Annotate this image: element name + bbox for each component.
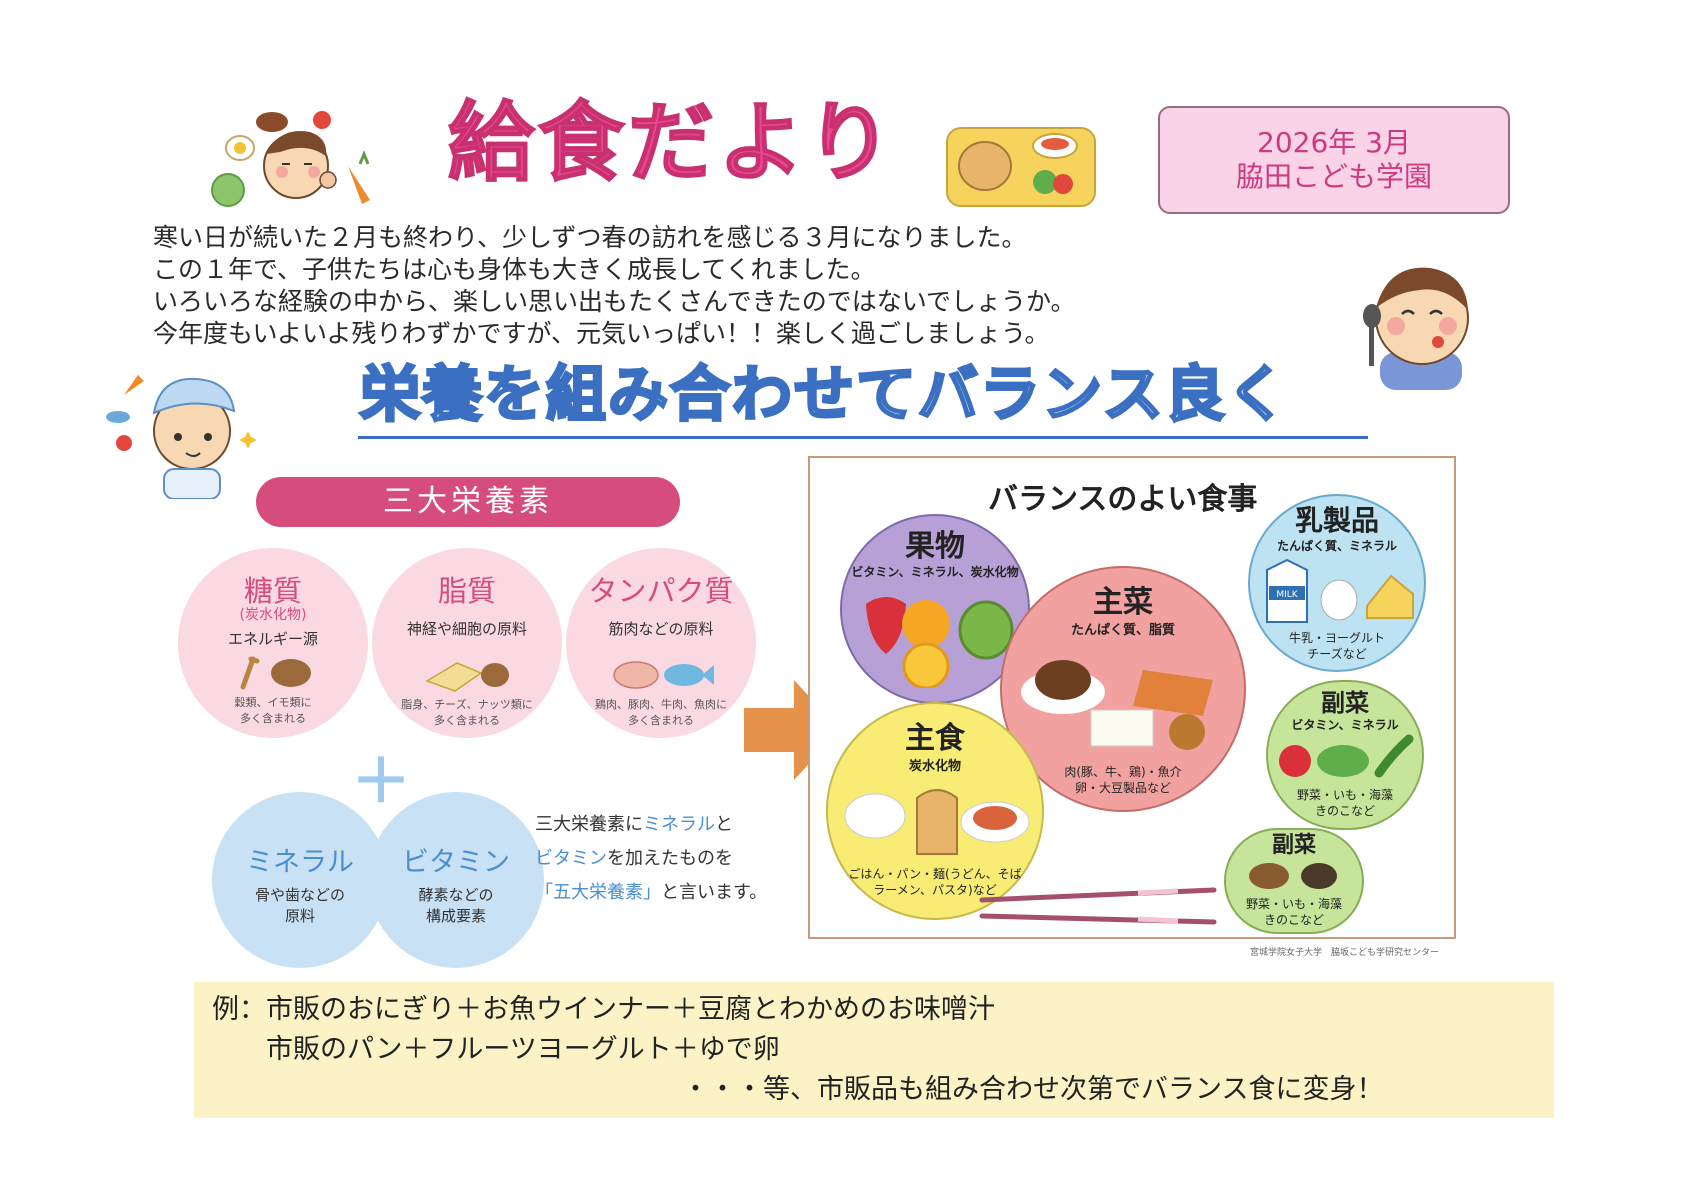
desc-text: を加えたものを	[607, 848, 733, 869]
issue-date: 2026年 3月	[1257, 126, 1411, 159]
main-dish-icon	[1021, 660, 1213, 750]
nutrient-foods-2: 多く含まれる	[434, 713, 500, 727]
group-nutrients: たんぱく質、ミネラル	[1276, 538, 1397, 553]
nutrient-subname: (炭水化物)	[239, 606, 307, 623]
intro-text: 寒い日が続いた２月も終わり、少しずつ春の訪れを感じる３月になりました。 この１年…	[153, 222, 1076, 350]
group-side-dish-2: 副菜 野菜・いも・海藻 きのこなど	[1224, 828, 1364, 934]
nutrient-mineral: ミネラル 骨や歯などの 原料	[212, 792, 388, 968]
nutrient-role-2: 構成要素	[425, 907, 486, 925]
nutrient-vitamin: ビタミン 酵素などの 構成要素	[368, 792, 544, 968]
chopsticks-icon	[979, 887, 1217, 925]
desc-highlight: 「五大栄養素」	[535, 882, 661, 903]
nutrient-role-2: 原料	[284, 907, 315, 925]
nutrient-name: 脂質	[437, 574, 496, 608]
nutrient-role: エネルギー源	[227, 629, 318, 648]
fruit-icon	[866, 597, 1014, 690]
child-eating-illustration	[211, 111, 370, 207]
milk-carton-label: MILK	[1276, 590, 1298, 600]
school-name: 脇田こども学園	[1235, 160, 1432, 193]
group-foods: 牛乳・ヨーグルト	[1288, 630, 1385, 645]
desc-text: と	[715, 814, 733, 835]
group-foods-2: チーズなど	[1307, 646, 1367, 661]
cheese-nuts-icon	[425, 662, 509, 692]
group-dairy: 乳製品 たんぱく質、ミネラル MILK 牛乳・ヨーグルト チーズなど	[1248, 494, 1426, 672]
intro-line: いろいろな経験の中から、楽しい思い出もたくさんできたのではないでしょうか。	[153, 287, 1076, 316]
dairy-icon: MILK	[1266, 558, 1414, 623]
nutrient-role: 酵素などの	[418, 886, 494, 904]
group-nutrients: ビタミン、ミネラル	[1291, 718, 1399, 733]
desc-highlight: ビタミン	[535, 848, 607, 869]
group-foods-2: きのこなど	[1263, 913, 1324, 928]
nutrient-foods-2: 多く含まれる	[240, 711, 306, 725]
lunch-tray-icon	[946, 127, 1096, 207]
group-foods: 肉(豚、牛、鶏)・魚介	[1064, 765, 1182, 779]
group-nutrients: ビタミン、ミネラル、炭水化物	[851, 565, 1019, 579]
group-foods: 野菜・いも・海藻	[1245, 897, 1342, 912]
desc-highlight: ミネラル	[643, 814, 715, 835]
desc-text: 三大栄養素に	[535, 814, 643, 835]
nutrient-foods: 穀類、イモ類に	[234, 695, 312, 709]
group-name: 副菜	[1321, 689, 1369, 717]
group-side-dish-1: 副菜 ビタミン、ミネラル 野菜・いも・海藻 きのこなど	[1266, 680, 1424, 830]
example-box: 例：市販のおにぎり＋お魚ウインナー＋豆腐とわかめのお味噌汁 市販のパン＋フルーツ…	[194, 982, 1554, 1118]
plus-sign: ＋	[351, 747, 411, 817]
nutrient-name: 糖質	[243, 574, 302, 608]
vegetables-icon	[1279, 734, 1414, 778]
nutrient-foods-2: 多く含まれる	[628, 713, 694, 727]
balanced-meal-title: バランスのよい食事	[988, 482, 1258, 517]
nutrient-carbohydrate: 糖質 (炭水化物) エネルギー源 穀類、イモ類に 多く含まれる	[178, 548, 368, 738]
staple-food-icon	[844, 789, 1030, 855]
group-foods: 野菜・いも・海藻	[1296, 788, 1393, 803]
nutrient-role: 筋肉などの原料	[608, 619, 714, 638]
nutrient-name: ミネラル	[246, 847, 354, 878]
date-box: 2026年 3月 脇田こども学園	[1158, 106, 1510, 214]
group-name: 果物	[905, 529, 965, 564]
intro-line: この１年で、子供たちは心も身体も大きく成長してくれました。	[153, 255, 876, 284]
example-line: ・・・等、市販品も組み合わせ次第でバランス食に変身！	[682, 1074, 1384, 1105]
nutrient-name: ビタミン	[402, 847, 510, 878]
newsletter-title: 給食だより	[447, 93, 897, 193]
group-staple: 主食 炭水化物 ごはん・パン・麺(うどん、そば ラーメン、パスタ)など	[826, 702, 1044, 920]
nutrient-role: 神経や細胞の原料	[406, 619, 527, 638]
group-name: 主菜	[1093, 585, 1153, 620]
intro-line: 寒い日が続いた２月も終わり、少しずつ春の訪れを感じる３月になりました。	[153, 223, 1027, 252]
illustration-credit: 宮城学院女子大学 脇坂こども学研究センター	[1250, 948, 1440, 958]
boy-with-spoon-illustration	[1363, 267, 1469, 390]
nutrient-name: タンパク質	[588, 574, 734, 608]
group-name: 主食	[905, 721, 965, 756]
heading-underline	[358, 436, 1368, 439]
grain-potato-icon	[240, 656, 311, 690]
group-name: 副菜	[1271, 833, 1316, 858]
nutrient-foods: 鶏肉、豚肉、牛肉、魚肉に	[595, 697, 727, 711]
group-foods-2: きのこなど	[1314, 804, 1375, 819]
side-dish-bowls-icon	[1249, 863, 1337, 890]
section-heading: 栄養を組み合わせてバランス良く	[359, 360, 1289, 430]
nutrient-foods: 脂身、チーズ、ナッツ類に	[401, 697, 533, 711]
nutrient-role: 骨や歯などの	[254, 886, 345, 904]
nutrient-protein: タンパク質 筋肉などの原料 鶏肉、豚肉、牛肉、魚肉に 多く含まれる	[566, 548, 756, 738]
group-nutrients: たんぱく質、脂質	[1070, 623, 1175, 638]
five-nutrients-description: 三大栄養素にミネラルと ビタミンを加えたものを 「五大栄養素」と言います。	[535, 808, 767, 910]
nutrient-fat: 脂質 神経や細胞の原料 脂身、チーズ、ナッツ類に 多く含まれる	[372, 548, 562, 738]
group-foods: ごはん・パン・麺(うどん、そば	[848, 867, 1022, 881]
three-nutrients-label: 三大栄養素	[256, 477, 680, 527]
group-nutrients: 炭水化物	[908, 759, 961, 774]
example-line: 例：市販のおにぎり＋お魚ウインナー＋豆腐とわかめのお味噌汁	[212, 994, 995, 1025]
intro-line: 今年度もいよいよ残りわずかですが、元気いっぱい！！楽しく過ごしましょう。	[153, 319, 1050, 348]
group-foods-2: 卵・大豆製品など	[1074, 781, 1171, 795]
example-line: 市販のパン＋フルーツヨーグルト＋ゆで卵	[212, 1034, 780, 1065]
group-foods-2: ラーメン、パスタ)など	[873, 883, 997, 897]
group-main-dish: 主菜 たんぱく質、脂質 肉(豚、牛、鶏)・魚介 卵・大豆製品など	[1000, 566, 1246, 812]
desc-text: と言います。	[661, 882, 768, 903]
group-name: 乳製品	[1294, 504, 1379, 537]
chef-illustration	[106, 375, 257, 499]
meat-fish-icon	[613, 661, 714, 689]
